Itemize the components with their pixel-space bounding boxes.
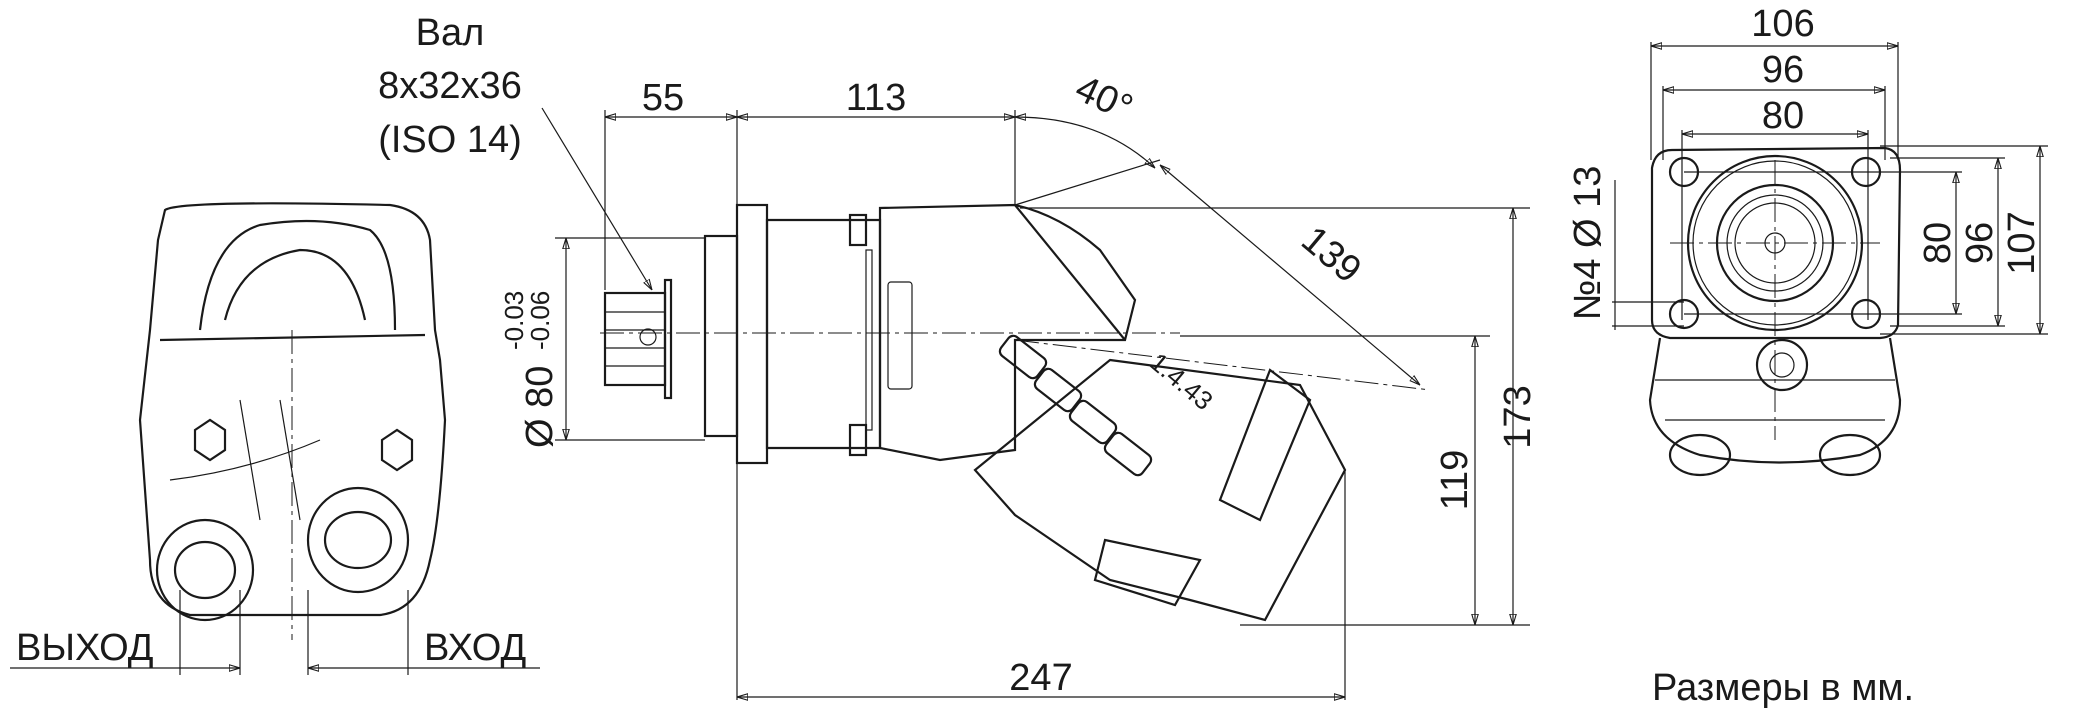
dim-pilot-diameter: Ø 80 [519,366,561,448]
dim-angle: 40° [1069,67,1139,129]
dim-bolt-outer-width: 96 [1762,49,1804,91]
units-note: Размеры в мм. [1652,667,1914,709]
part-marking: 1.4.43 [1144,347,1219,416]
shaft-callout: Вал 8x32x36 (ISO 14) [378,12,652,290]
shaft-title: Вал [416,12,485,54]
dim-shaft-length: 55 [642,77,684,119]
port-side-view: ВЫХОД ВХОД [10,202,540,675]
dim-height-total: 173 [1497,385,1539,448]
dim-flange-height: 107 [2001,211,2043,274]
outlet-label: ВЫХОД [16,627,154,669]
dim-bolt-spacing-width: 80 [1762,95,1804,137]
dim-angled-length: 139 [1293,219,1369,292]
dim-bolt-spacing-height: 80 [1917,222,1959,264]
dim-bolt-holes: №4 Ø 13 [1567,166,1609,321]
dim-pilot-tol-upper: -0.03 [499,291,529,350]
flange-dimensions: 106 96 80 80 96 107 №4 Ø 13 Размеры в мм… [1567,3,2048,709]
dim-total-length: 247 [1009,657,1072,699]
dim-flange-width: 106 [1751,3,1814,45]
ribbing [998,334,1153,477]
side-view-dimensions: 55 113 40° 139 173 119 247 Ø 80 -0.03 -0… [499,67,1539,700]
dim-pilot-tol-lower: -0.06 [525,291,555,350]
dim-bolt-outer-height: 96 [1959,222,2001,264]
shaft-leader-line [541,107,652,290]
shaft-spec: 8x32x36 [378,65,522,107]
flange-front-view [1648,146,1902,477]
dim-body-length: 113 [846,77,907,119]
inlet-label: ВХОД [424,627,526,669]
side-view: 1.4.43 [600,203,1431,622]
shaft-standard: (ISO 14) [378,119,522,161]
dim-height-axis: 119 [1434,450,1476,511]
